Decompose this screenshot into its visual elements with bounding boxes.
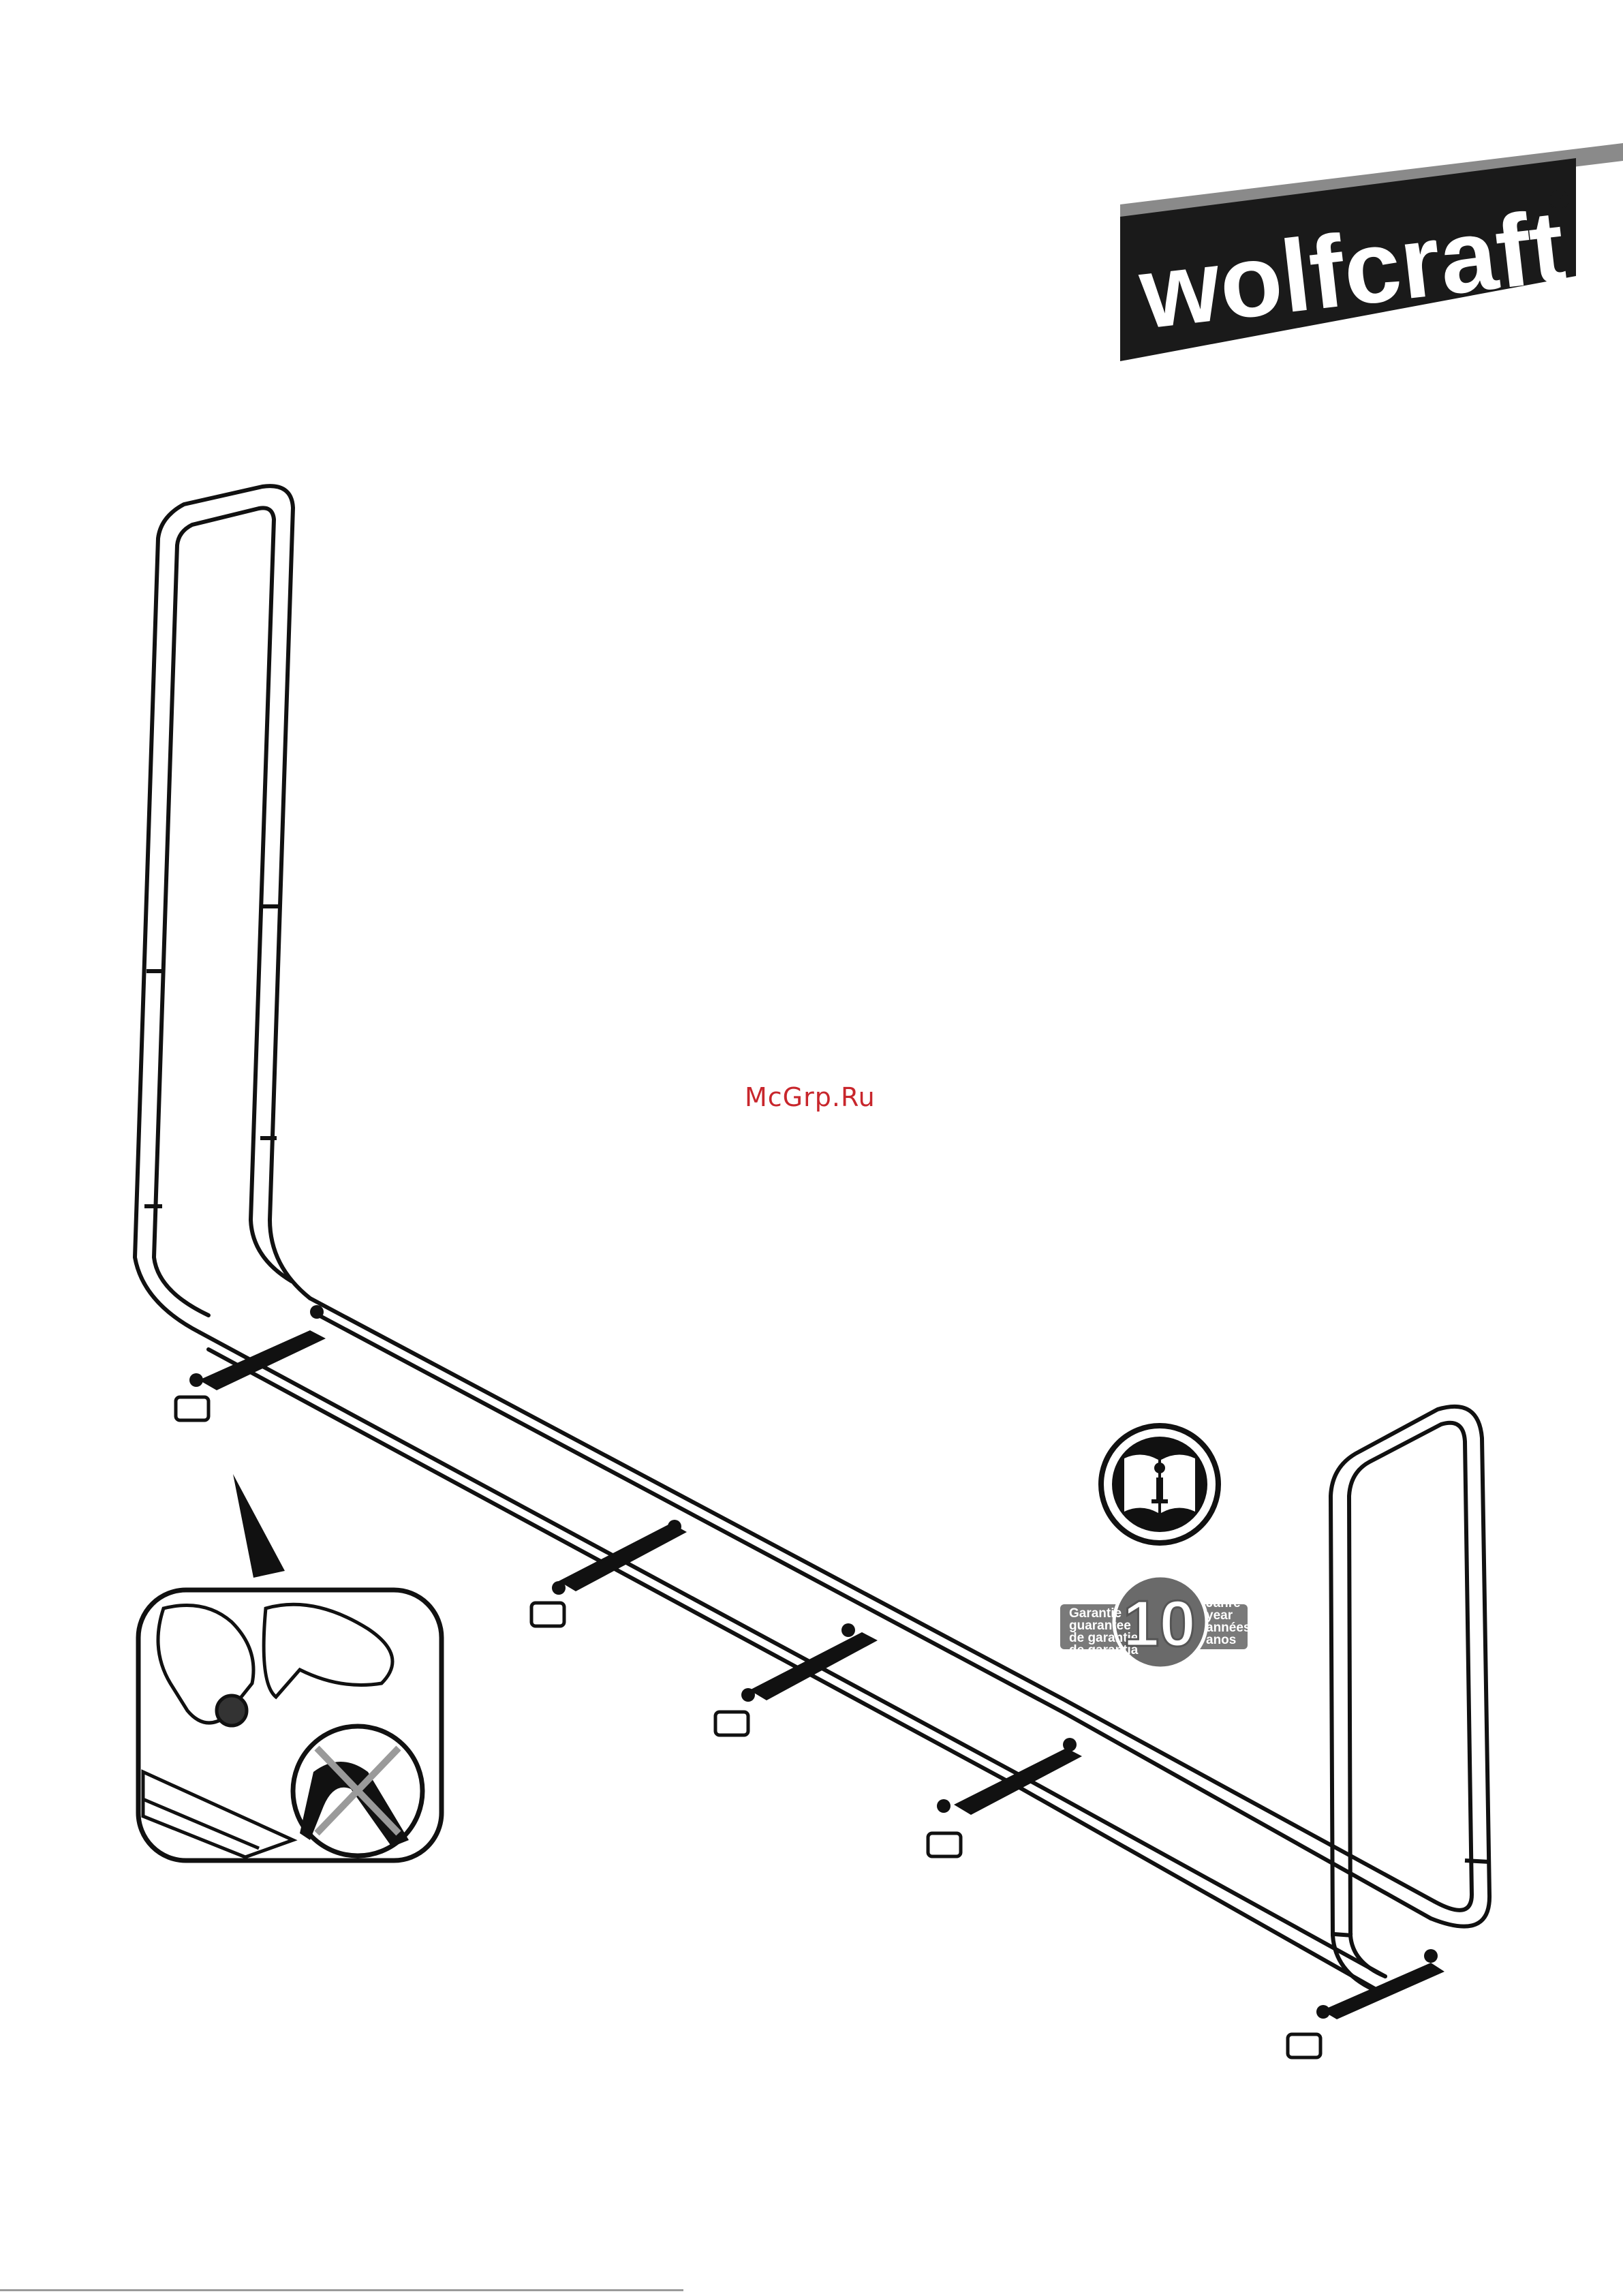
warranty-number: 10 <box>1123 1587 1196 1660</box>
watermark-text: McGrp.Ru <box>745 1082 876 1112</box>
bottom-divider <box>0 2289 683 2291</box>
warranty-right-4: anos <box>1206 1633 1236 1647</box>
